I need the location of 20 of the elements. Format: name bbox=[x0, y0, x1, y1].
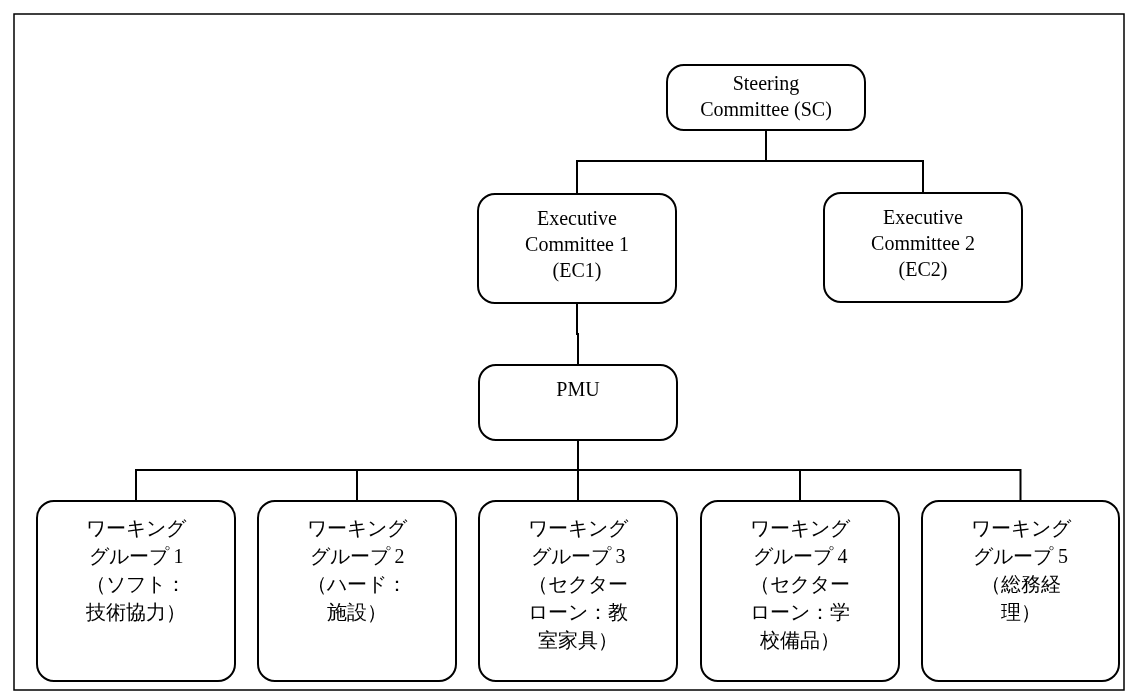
box-label: Steering Committee (SC) bbox=[699, 71, 833, 122]
box-label: PMU bbox=[555, 377, 601, 402]
box-label: ワーキンググループ 4（セクターローン：学校備品） bbox=[749, 516, 851, 653]
org-box bbox=[257, 500, 457, 682]
org-box bbox=[700, 500, 900, 682]
box-label: ワーキンググループ 2（ハード：施設） bbox=[306, 516, 408, 625]
org-box bbox=[823, 192, 1023, 303]
box-label: ワーキンググループ 1（ソフト：技術協力） bbox=[85, 516, 187, 625]
box-label: Executive Committee 2 (EC2) bbox=[870, 205, 976, 282]
org-box bbox=[36, 500, 236, 682]
org-box bbox=[478, 500, 678, 682]
connector-line bbox=[765, 130, 924, 193]
box-label: ワーキンググループ 3（セクターローン：教室家具） bbox=[527, 516, 629, 653]
box-label: Executive Committee 1 (EC1) bbox=[524, 206, 630, 283]
org-box bbox=[478, 364, 678, 441]
box-label: ワーキンググループ 5（総務経理） bbox=[969, 516, 1072, 625]
org-box bbox=[921, 500, 1120, 682]
org-box bbox=[477, 193, 677, 304]
connector-line bbox=[576, 303, 579, 365]
org-box bbox=[666, 64, 866, 131]
